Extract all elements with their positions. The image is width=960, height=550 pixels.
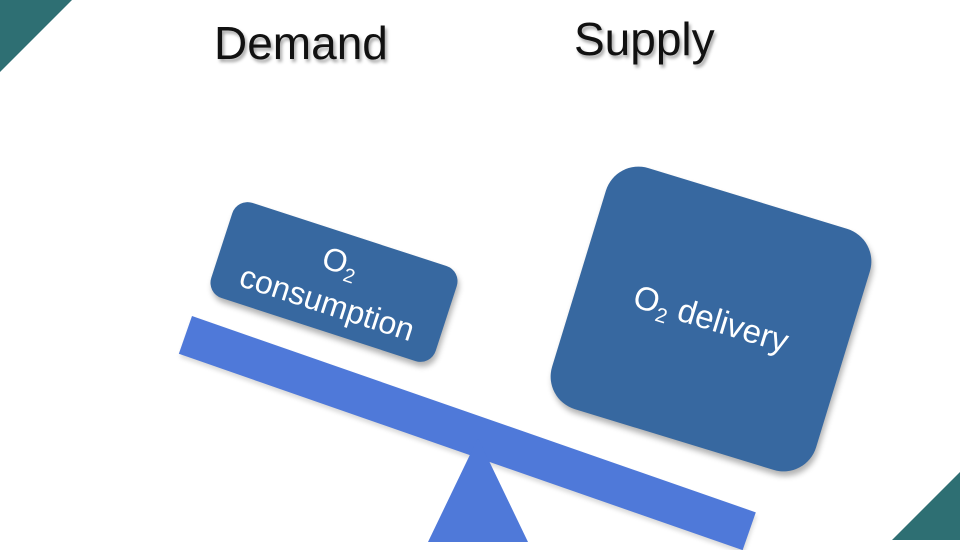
o2-delivery-label: delivery (673, 290, 794, 360)
o2-delivery-box: O2 delivery (542, 158, 880, 480)
corner-decoration-bottom-right (892, 472, 960, 540)
demand-heading: Demand (214, 17, 388, 69)
o2-delivery-text: O2 delivery (629, 277, 793, 360)
seesaw-fulcrum (428, 438, 528, 542)
supply-heading: Supply (574, 13, 715, 65)
corner-decoration-top-left (0, 0, 72, 72)
